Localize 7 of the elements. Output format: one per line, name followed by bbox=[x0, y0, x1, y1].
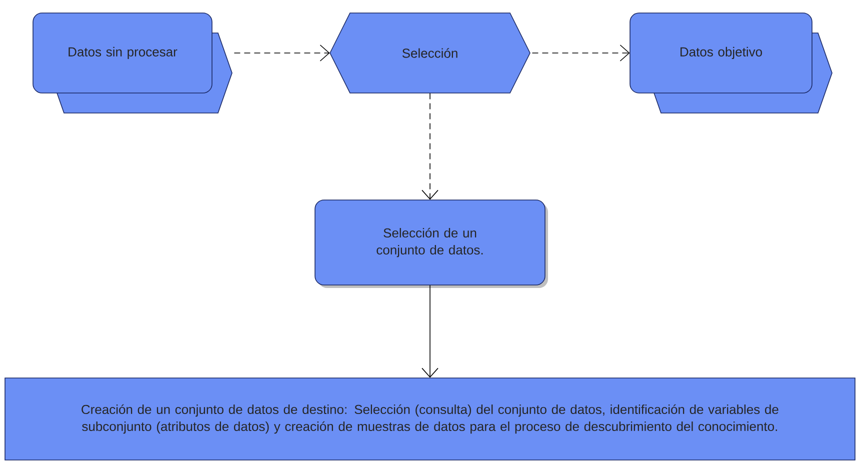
arrow bbox=[422, 92, 438, 200]
process-hexagon: Selección bbox=[330, 12, 530, 94]
arrow bbox=[422, 284, 438, 378]
description-box: Creación de un conjunto de datos de destino: Selección (consulta) del conjunto de datos, identificación de variables de subconjunto (atributos de datos) y creación de muestras de datos para el proceso de descubrimiento del conocimiento. bbox=[4, 378, 856, 460]
arrow bbox=[234, 44, 330, 62]
arrow bbox=[532, 44, 630, 62]
process-box: Selección de un conjunto de datos. bbox=[314, 200, 548, 288]
